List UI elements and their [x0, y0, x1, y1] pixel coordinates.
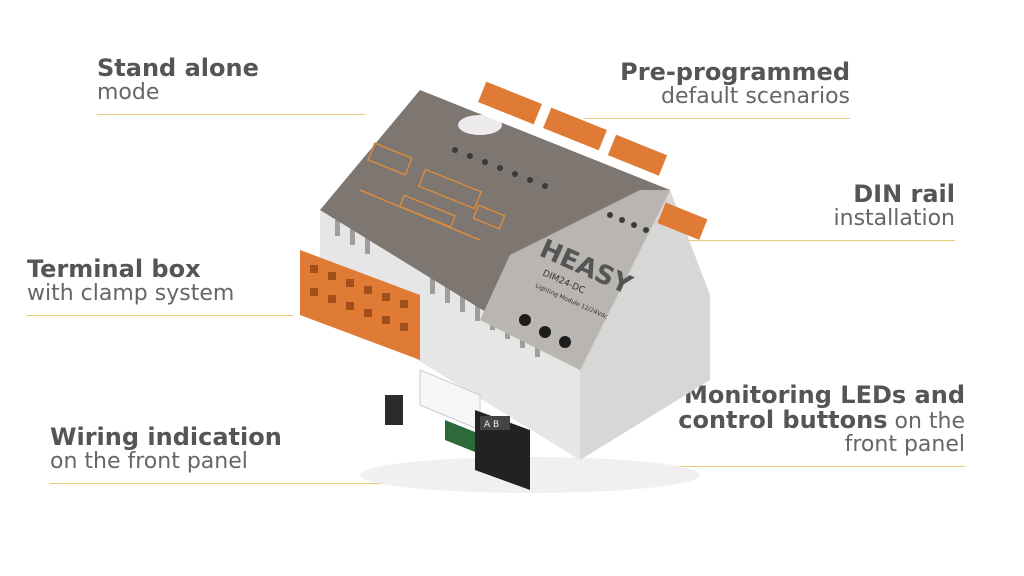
wiring-diagram	[359, 142, 506, 241]
control-button-1[interactable]	[519, 314, 531, 326]
feature-monitoring-rule	[604, 466, 965, 468]
feature-preprogrammed-subtitle: default scenarios	[661, 84, 850, 110]
panel-glare	[458, 115, 502, 135]
control-buttons[interactable]	[519, 314, 571, 348]
feature-monitoring-line1: Monitoring LEDs and	[683, 381, 965, 409]
feature-preprogrammed: Pre-programmed default scenarios	[584, 58, 850, 120]
feature-dinrail: DIN rail installation	[688, 180, 955, 242]
feature-standalone: Stand alone mode	[97, 54, 365, 116]
rs485-label: A B	[484, 420, 499, 430]
control-button-3[interactable]	[559, 336, 571, 348]
feature-monitoring-line3: front panel	[844, 432, 965, 458]
feature-monitoring: Monitoring LEDs and control buttons on t…	[604, 381, 965, 468]
feature-wiring-subtitle: on the front panel	[50, 449, 248, 475]
feature-preprogrammed-rule	[584, 118, 850, 120]
feature-dinrail-subtitle: installation	[833, 206, 955, 232]
feature-dinrail-title: DIN rail	[853, 180, 955, 208]
feature-dinrail-rule	[688, 240, 955, 242]
feature-standalone-rule	[97, 114, 365, 116]
feature-monitoring-line2-light: on the	[887, 409, 965, 435]
rs485-label-plate	[480, 416, 510, 430]
terminal-box-left	[300, 250, 420, 360]
terminal-blocks-top	[478, 81, 708, 240]
feature-wiring: Wiring indication on the front panel	[50, 423, 410, 485]
status-leds	[452, 147, 649, 233]
feature-terminal-subtitle: with clamp system	[27, 281, 235, 307]
feature-wiring-title: Wiring indication	[50, 423, 282, 451]
circuit-board	[445, 420, 475, 452]
feature-terminal-title: Terminal box	[27, 255, 201, 283]
dimmer-module-illustration: HEASY DIM24-DC Lighting Module 12/24Vdc	[300, 81, 710, 493]
feature-preprogrammed-title: Pre-programmed	[620, 58, 850, 86]
control-button-2[interactable]	[539, 326, 551, 338]
housing-front	[320, 210, 580, 460]
feature-terminal-rule	[27, 315, 293, 317]
din-clip	[385, 395, 403, 425]
feature-terminal: Terminal box with clamp system	[27, 255, 293, 317]
housing-right-side	[580, 190, 710, 460]
feature-standalone-title: Stand alone	[97, 54, 259, 82]
feature-standalone-subtitle: mode	[97, 80, 160, 106]
feature-monitoring-line2-bold: control buttons	[678, 406, 888, 435]
feature-wiring-rule	[50, 483, 410, 485]
